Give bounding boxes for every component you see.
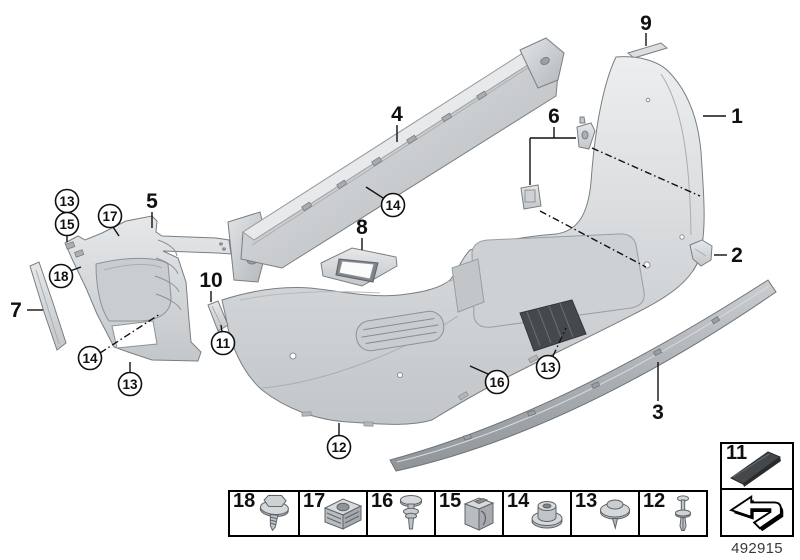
svg-text:14: 14 (82, 351, 98, 366)
nav-arrow-box[interactable] (720, 490, 794, 537)
cage-nut-icon (323, 498, 363, 530)
part-5-side-support (64, 215, 232, 362)
washer-head-screw-icon (600, 499, 630, 530)
callout-9-label[interactable]: 9 (640, 12, 652, 35)
diagram-number: 492915 (731, 540, 783, 557)
svg-text:16: 16 (489, 375, 505, 390)
svg-text:13: 13 (122, 377, 138, 392)
part-2-bracket (689, 239, 713, 272)
side-vent-recess (355, 310, 445, 352)
callout-15-bubble[interactable]: 15 (54, 211, 80, 237)
svg-text:15: 15 (59, 217, 75, 232)
callout-14-bubble[interactable]: 14 (77, 345, 103, 371)
legend-cell-18[interactable]: 18 (230, 490, 298, 535)
fastener-legend-row: 18 17 (228, 490, 708, 537)
callout-7-label[interactable]: 7 (10, 299, 22, 322)
legend-cell-17[interactable]: 17 (298, 490, 366, 535)
adhesive-strip-icon (730, 451, 782, 487)
svg-text:18: 18 (53, 269, 69, 284)
part-8-mount-tray (320, 247, 398, 287)
svg-text:13: 13 (540, 360, 556, 375)
callout-13-bubble[interactable]: 13 (117, 371, 143, 397)
flange-nut-icon (531, 501, 563, 529)
part-1-rear-bumper-panel (221, 56, 705, 427)
legend-number: 12 (643, 490, 666, 512)
legend-cell-15[interactable]: 15 (434, 490, 502, 535)
svg-text:13: 13 (59, 194, 75, 209)
part-9-edge-strip (626, 42, 669, 59)
part-10-trim-strip (207, 300, 229, 332)
callout-18-bubble[interactable]: 18 (48, 263, 74, 289)
callout-13-bubble[interactable]: 13 (535, 354, 561, 380)
plain-callouts: 9 1 4 6 8 5 7 10 2 3 (10, 12, 743, 424)
push-rivet-icon (675, 495, 691, 531)
callout-2-label[interactable]: 2 (731, 244, 743, 267)
leader-lines (27, 33, 727, 436)
svg-text:12: 12 (331, 440, 346, 455)
callout-3-label[interactable]: 3 (652, 401, 664, 424)
callout-6-label[interactable]: 6 (548, 105, 560, 128)
callout-16-bubble[interactable]: 16 (484, 369, 510, 395)
part-3-lower-trim-strip (389, 279, 777, 472)
expansion-rivet-icon (400, 495, 422, 530)
mesh-grille (519, 299, 587, 352)
svg-text:14: 14 (385, 198, 401, 213)
hex-screw-with-washer-icon (259, 494, 289, 532)
callout-17-bubble[interactable]: 17 (97, 203, 123, 229)
callout-8-label[interactable]: 8 (356, 216, 368, 239)
legend-cell-12[interactable]: 12 (638, 490, 706, 535)
legend-number: 17 (303, 490, 326, 512)
legend-number: 14 (507, 490, 530, 512)
legend-insert-box-11[interactable]: 11 (720, 442, 794, 490)
part-7-side-rail (29, 261, 67, 351)
part-6-brackets (520, 116, 596, 210)
legend-cell-16[interactable]: 16 (366, 490, 434, 535)
callout-1-label[interactable]: 1 (731, 105, 743, 128)
callout-13-bubble[interactable]: 13 (54, 188, 80, 214)
callout-14-bubble[interactable]: 14 (380, 192, 406, 218)
clip-nut-icon (463, 497, 495, 531)
callout-10-label[interactable]: 10 (199, 269, 222, 292)
legend-cell-13[interactable]: 13 (570, 490, 638, 535)
legend-number: 15 (439, 490, 462, 512)
legend-cell-14[interactable]: 14 (502, 490, 570, 535)
callout-5-label[interactable]: 5 (146, 190, 158, 213)
legend-number: 18 (233, 490, 256, 512)
svg-text:17: 17 (102, 209, 117, 224)
callout-12-bubble[interactable]: 12 (326, 434, 352, 460)
circled-callouts: 13 15 17 18 14 13 (48, 188, 561, 460)
callout-4-label[interactable]: 4 (391, 103, 403, 126)
callout-11-bubble[interactable]: 11 (210, 330, 236, 356)
svg-text:11: 11 (216, 336, 231, 351)
legend-number: 16 (371, 490, 394, 512)
legend-number: 11 (726, 442, 748, 464)
part-4-impact-bar (227, 37, 565, 283)
legend-number: 13 (575, 490, 598, 512)
return-arrow-icon (729, 494, 784, 532)
